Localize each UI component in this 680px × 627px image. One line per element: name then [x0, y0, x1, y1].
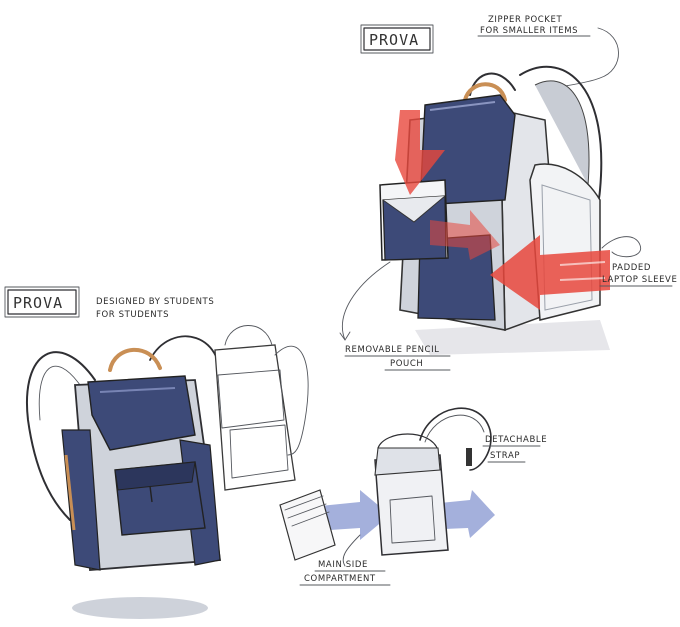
- main-side-line2: COMPARTMENT: [304, 574, 376, 584]
- prova-logo-top: PROVA: [360, 24, 434, 54]
- callout-laptop-sleeve: PADDED LAPTOP SLEEVE: [599, 236, 677, 287]
- logo-left-text: PROVA: [13, 294, 63, 312]
- detachable-strap-line2: STRAP: [490, 451, 520, 461]
- backpack-outline-view: [214, 325, 309, 491]
- callout-main-side-compartment: MAIN SIDE COMPARTMENT: [299, 534, 391, 586]
- tagline-line2: FOR STUDENTS: [96, 310, 169, 320]
- tagline-line1: DESIGNED BY STUDENTS: [96, 297, 214, 307]
- callout-detachable-strap: DETACHABLE STRAP: [482, 435, 547, 463]
- logo-top-text: PROVA: [369, 31, 419, 49]
- backpack-side-compartment-view: [279, 407, 495, 561]
- tagline: DESIGNED BY STUDENTS FOR STUDENTS: [96, 297, 214, 320]
- callout-pencil-pouch: REMOVABLE PENCIL POUCH: [339, 261, 451, 371]
- detachable-strap-line1: DETACHABLE: [485, 435, 547, 445]
- backpack-front-view: [26, 335, 223, 619]
- pencil-pouch-line2: POUCH: [390, 359, 423, 369]
- laptop-sleeve-line2: LAPTOP SLEEVE: [602, 275, 677, 285]
- pencil-pouch-line1: REMOVABLE PENCIL: [345, 345, 440, 355]
- zipper-pocket-line2: FOR SMALLER ITEMS: [480, 26, 578, 36]
- main-side-line1: MAIN SIDE: [318, 560, 368, 570]
- prova-logo-left: PROVA: [4, 286, 80, 318]
- laptop-sleeve-line1: PADDED: [612, 263, 651, 273]
- backpack-exploded-view: [379, 65, 610, 355]
- zipper-pocket-line1: ZIPPER POCKET: [488, 15, 562, 25]
